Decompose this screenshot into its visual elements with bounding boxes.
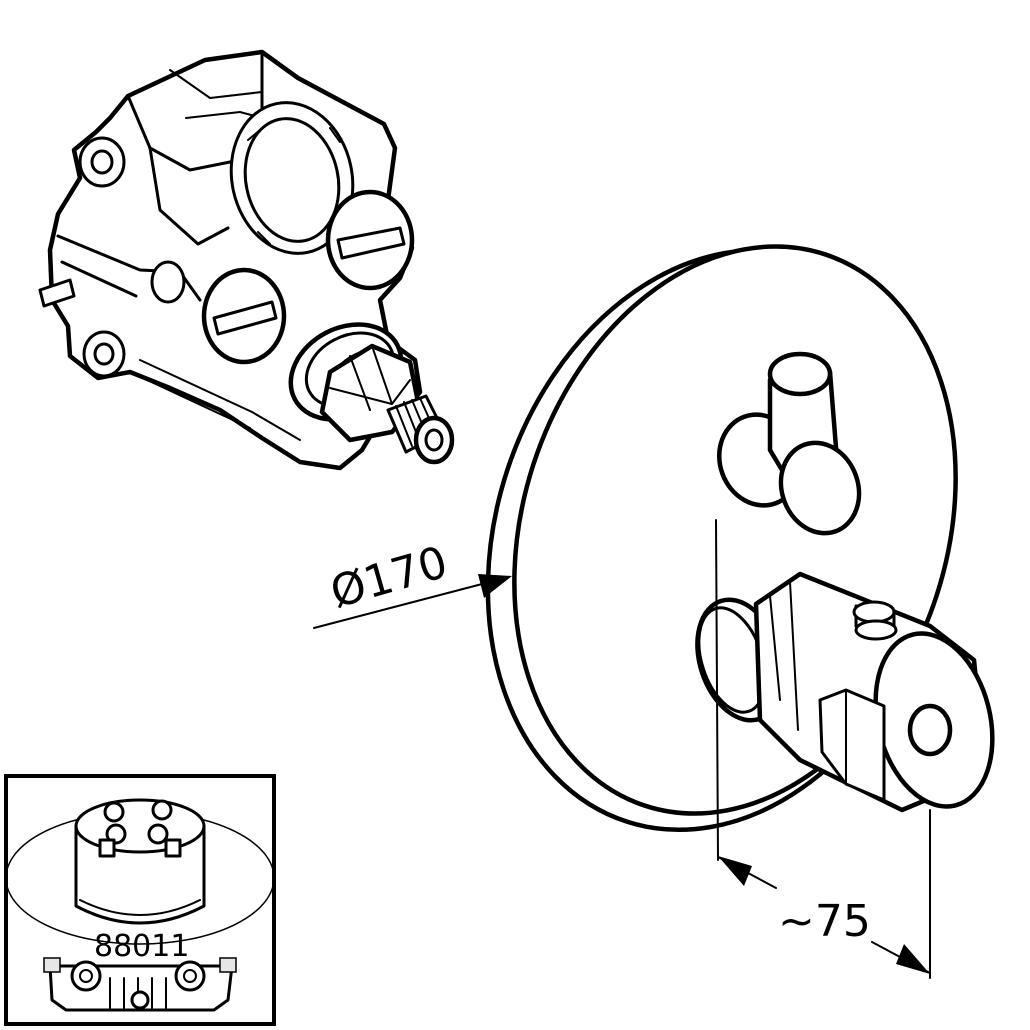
depth-label: ~75 bbox=[778, 896, 871, 947]
diameter-leader-line bbox=[313, 577, 506, 629]
diameter-label: Ø170 bbox=[325, 537, 453, 619]
depth-extension-line-left bbox=[715, 519, 719, 861]
inset-part-number: 88011 bbox=[94, 929, 189, 964]
concealed-valve-body bbox=[38, 49, 455, 471]
depth-arrowhead-left bbox=[718, 856, 752, 886]
diverter-handle bbox=[717, 351, 862, 536]
diameter-dimension: Ø170 bbox=[313, 537, 512, 629]
diameter-arrowhead bbox=[478, 574, 512, 598]
depth-dimension: ~75 bbox=[715, 519, 931, 979]
inset-box: 88011 bbox=[4, 774, 276, 1026]
depth-arrowhead-right bbox=[896, 944, 930, 974]
thermostat-handle bbox=[695, 571, 995, 813]
